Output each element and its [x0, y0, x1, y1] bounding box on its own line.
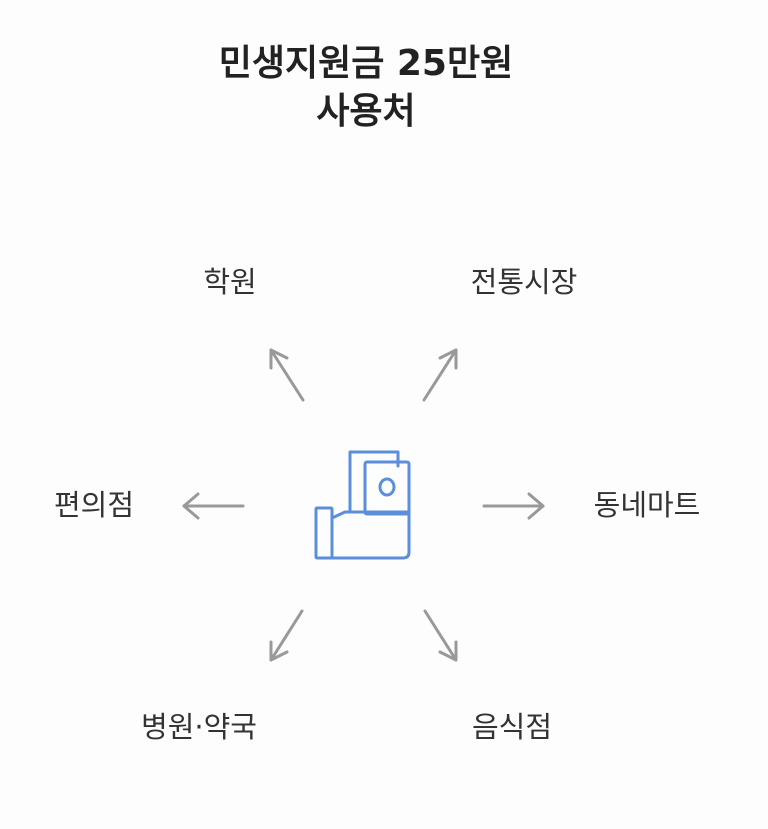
arrow-to-restaurant	[423, 609, 458, 662]
node-hospital: 병원·약국	[141, 710, 257, 744]
arrow-to-market	[422, 348, 458, 402]
title-line-1: 민생지원금 25만원	[218, 43, 514, 84]
diagram-title: 민생지원금 25만원 사용처	[0, 40, 768, 136]
arrow-to-convenience	[182, 492, 245, 520]
arrow-to-mart	[482, 492, 545, 520]
arrow-to-hospital	[269, 609, 304, 662]
node-mart: 동네마트	[593, 488, 701, 522]
hand-holding-money-icon	[314, 450, 411, 560]
arrow-to-academy	[269, 348, 305, 402]
node-convenience: 편의점	[53, 488, 135, 522]
node-market: 전통시장	[470, 265, 578, 299]
title-line-2: 사용처	[316, 91, 416, 132]
node-academy: 학원	[203, 265, 257, 299]
node-restaurant: 음식점	[471, 710, 553, 744]
